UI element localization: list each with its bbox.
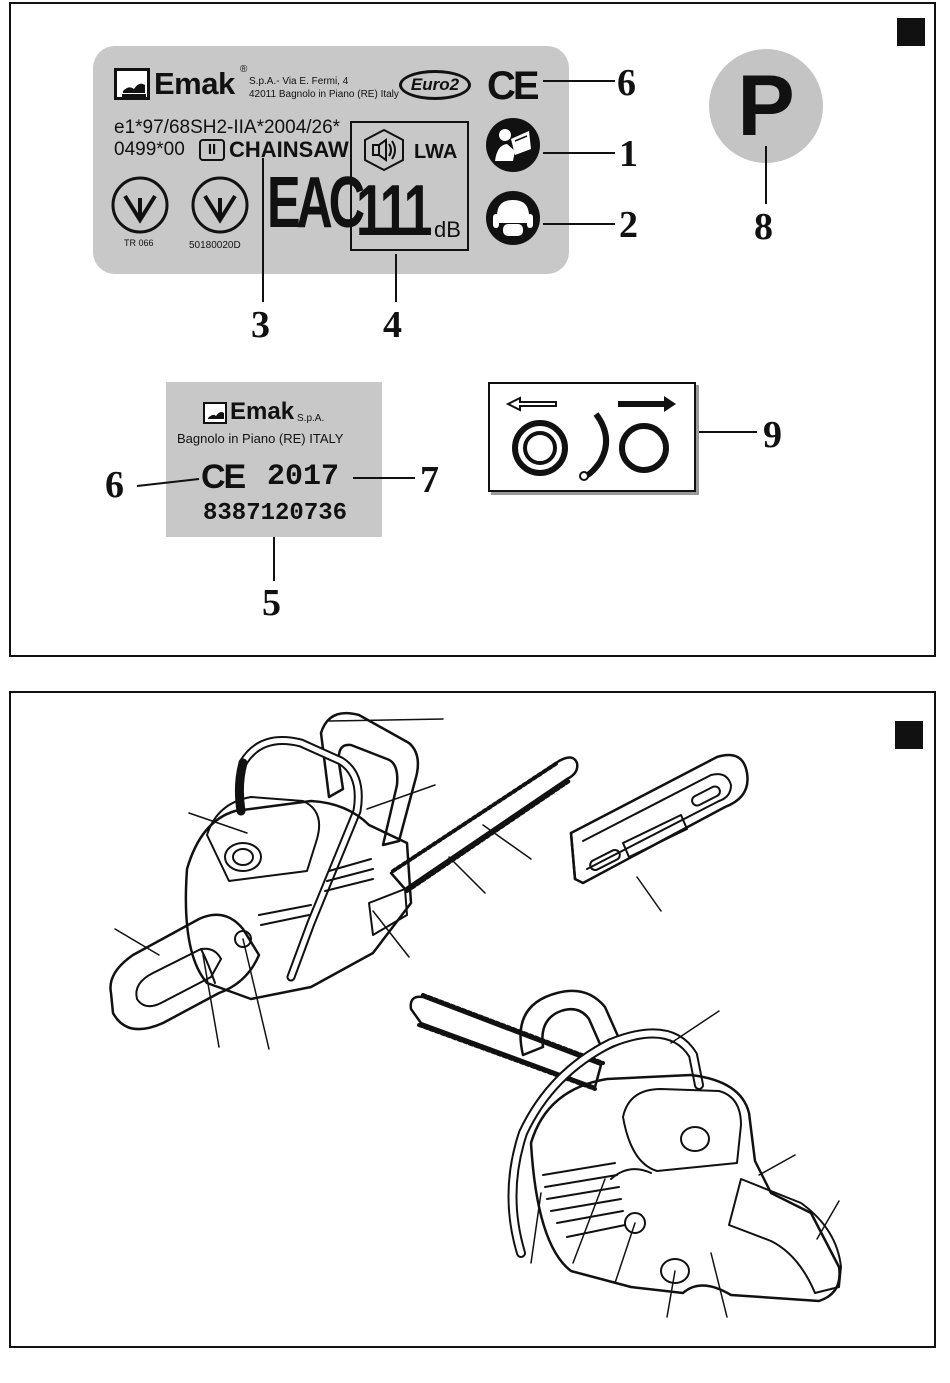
callout-3: 3 (251, 306, 270, 344)
callout-6-top: 6 (617, 64, 636, 102)
bottom-figure-panel (9, 691, 936, 1348)
callout-7: 7 (420, 461, 439, 499)
callout-9: 9 (763, 416, 782, 454)
callout-2: 2 (619, 206, 638, 244)
chainsaw-right-view-icon (411, 991, 841, 1317)
callout-5: 5 (262, 584, 281, 622)
chainsaw-line-drawing (11, 693, 938, 1350)
guide-bar-cover-icon (571, 755, 748, 911)
callout-6-bottom: 6 (105, 466, 124, 504)
top-figure-panel: Emak ® S.p.A.- Via E. Fermi, 4 42011 Bag… (9, 2, 936, 657)
callout-8: 8 (754, 208, 773, 246)
chainsaw-left-view-icon (110, 713, 577, 1049)
callout-leaders (11, 4, 938, 659)
callout-1: 1 (619, 135, 638, 173)
callout-4: 4 (383, 306, 402, 344)
